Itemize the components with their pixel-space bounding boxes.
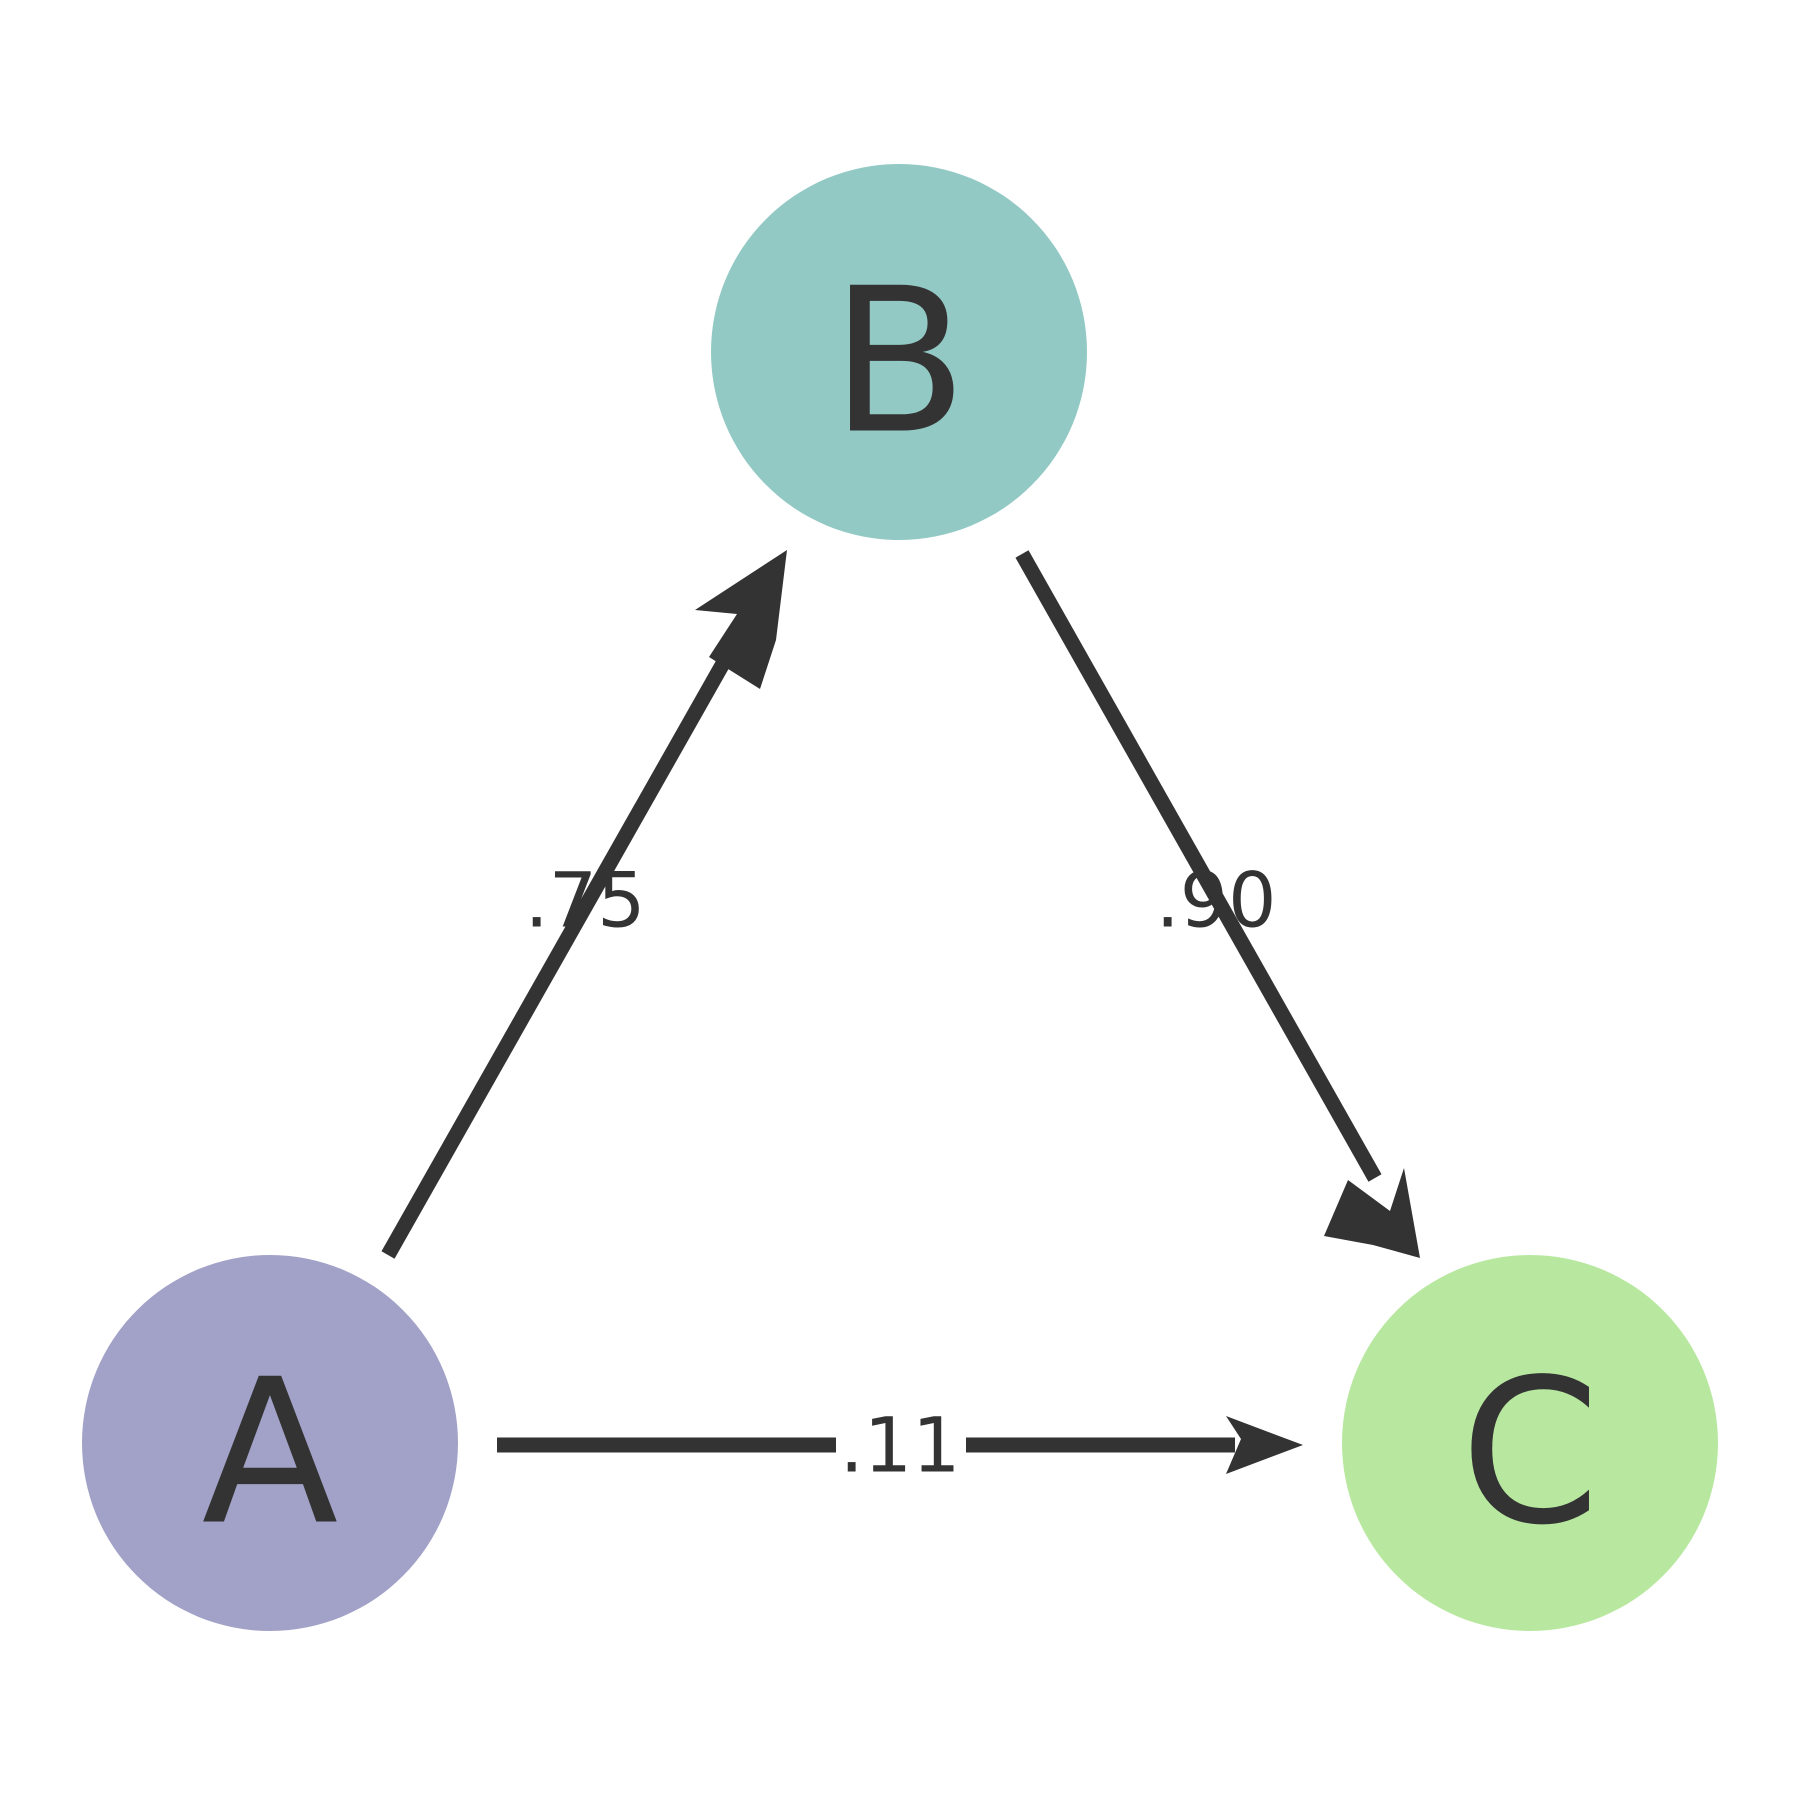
node-b-circle[interactable] xyxy=(711,164,1087,540)
node-c[interactable]: C xyxy=(1342,1255,1718,1631)
edge-label-a-to-b: .75 xyxy=(525,856,646,945)
node-b[interactable]: B xyxy=(711,164,1087,540)
edge-a-to-c[interactable] xyxy=(497,1416,1303,1474)
node-b-label: B xyxy=(830,246,967,479)
node-c-circle[interactable] xyxy=(1342,1255,1718,1631)
node-a-circle[interactable] xyxy=(82,1255,458,1631)
edge-a-to-b-line xyxy=(381,626,749,1259)
node-a[interactable]: A xyxy=(82,1255,458,1631)
node-a-label: A xyxy=(202,1337,339,1570)
edge-label-a-to-c: .11 xyxy=(840,1401,961,1490)
edge-b-to-c-arrowhead xyxy=(1324,1168,1420,1258)
edge-a-to-b[interactable] xyxy=(381,550,787,1259)
edge-label-b-to-c: .90 xyxy=(1156,856,1277,945)
edge-b-to-c[interactable] xyxy=(1015,550,1420,1258)
edge-a-to-c-arrowhead xyxy=(1226,1416,1303,1474)
edge-b-to-c-line xyxy=(1015,550,1382,1182)
edge-a-to-b-arrowhead xyxy=(695,550,787,689)
node-c-label: C xyxy=(1460,1337,1600,1570)
